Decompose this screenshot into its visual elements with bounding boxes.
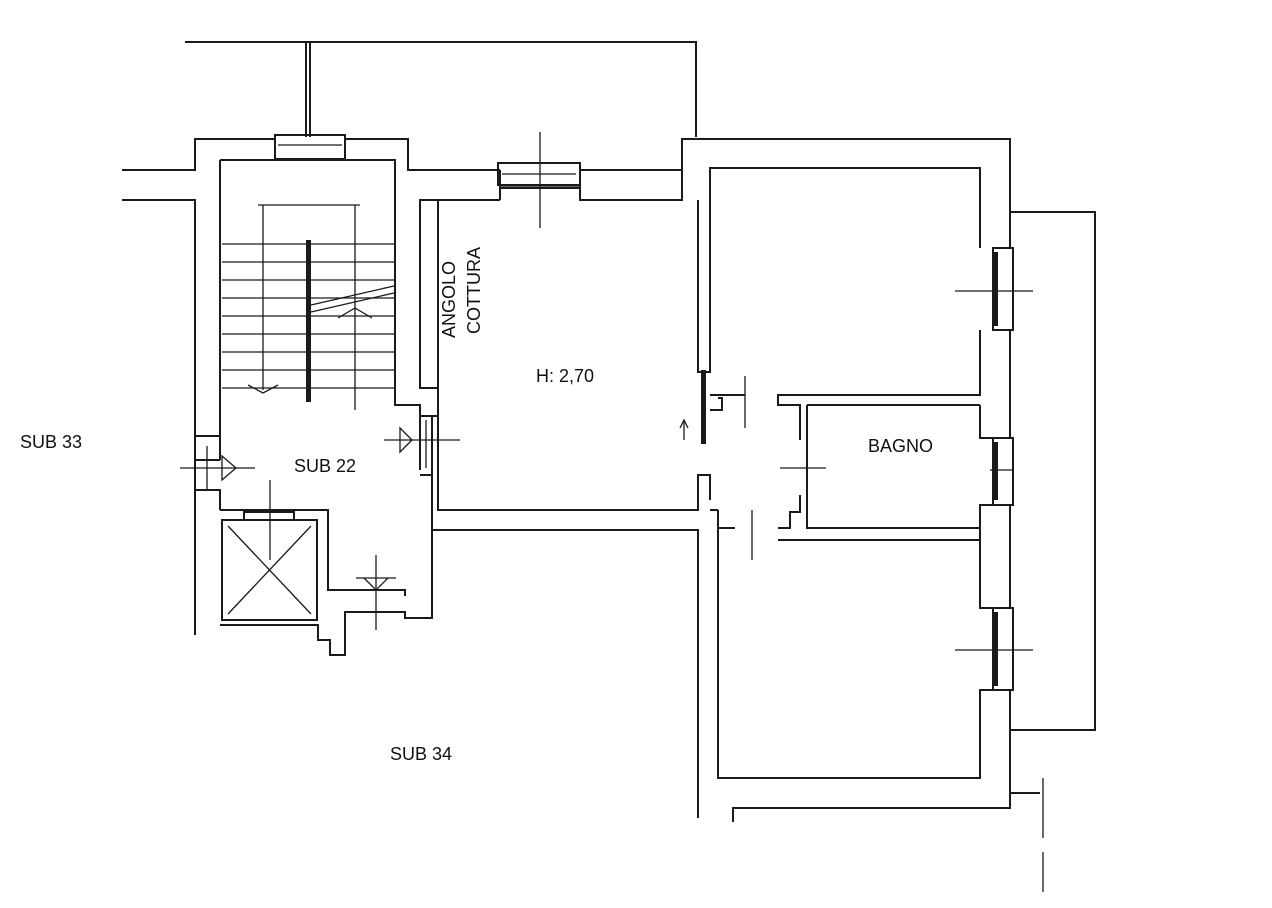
door-markers	[180, 370, 1044, 892]
balcony	[1010, 211, 1096, 731]
window-top	[497, 132, 581, 228]
label-sub-34: SUB 34	[390, 744, 452, 764]
left-corridor	[122, 138, 275, 437]
window-right-middle	[990, 437, 1014, 506]
label-bagno: BAGNO	[868, 436, 933, 456]
apartment-walls	[432, 138, 1040, 822]
top-boundary	[185, 41, 697, 137]
stairwell	[219, 134, 500, 436]
elevator	[221, 511, 318, 621]
landing-sub22	[194, 416, 433, 656]
label-height: H: 2,70	[536, 366, 594, 386]
window-right-lower	[955, 607, 1033, 691]
label-angolo: ANGOLO	[439, 261, 459, 338]
label-sub-33: SUB 33	[20, 432, 82, 452]
label-cottura: COTTURA	[464, 247, 484, 334]
label-sub-22: SUB 22	[294, 456, 356, 476]
window-right-upper	[955, 247, 1033, 331]
